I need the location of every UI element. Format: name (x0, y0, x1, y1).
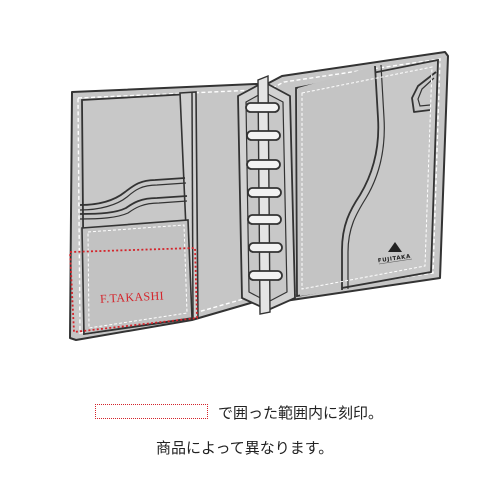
brand-logo: FUJITAKA (378, 242, 413, 265)
left-lower-pocket-stitch (87, 224, 188, 329)
binder-ring (246, 159, 281, 170)
brand-logo-underline (378, 258, 413, 265)
right-pocket-flap (298, 66, 379, 296)
card-slot-lower-inner (79, 200, 188, 220)
spine-left-edge (191, 91, 194, 319)
binder-ring (248, 242, 283, 253)
caption-text-1: で囲った範囲内に刻印。 (218, 404, 384, 422)
engraving-legend-box (95, 404, 208, 419)
brand-logo-mark (388, 242, 402, 252)
card-slot-upper-inner (79, 182, 187, 211)
binder-ring (247, 187, 282, 198)
right-pocket-edge-inner (347, 64, 385, 289)
binder-ring (245, 102, 280, 113)
pen-loop-tab-inner (417, 77, 435, 107)
left-lower-pocket (81, 219, 193, 335)
binder-ring (247, 214, 282, 225)
binder-ring (246, 130, 281, 141)
pen-loop-tab (411, 71, 437, 113)
brand-logo-text: FUJITAKA (378, 254, 412, 265)
card-slot-lower (79, 195, 188, 215)
binder-ring (248, 270, 283, 281)
binder-rings (245, 102, 283, 281)
right-panel-stitch (301, 66, 433, 290)
engraving-area (69, 247, 198, 334)
right-pocket-edge (341, 65, 380, 290)
card-slot-upper (79, 177, 186, 206)
caption-text-2: 商品によって異なります。 (156, 439, 334, 457)
engraving-sample-text: F.TAKASHI (100, 288, 165, 305)
